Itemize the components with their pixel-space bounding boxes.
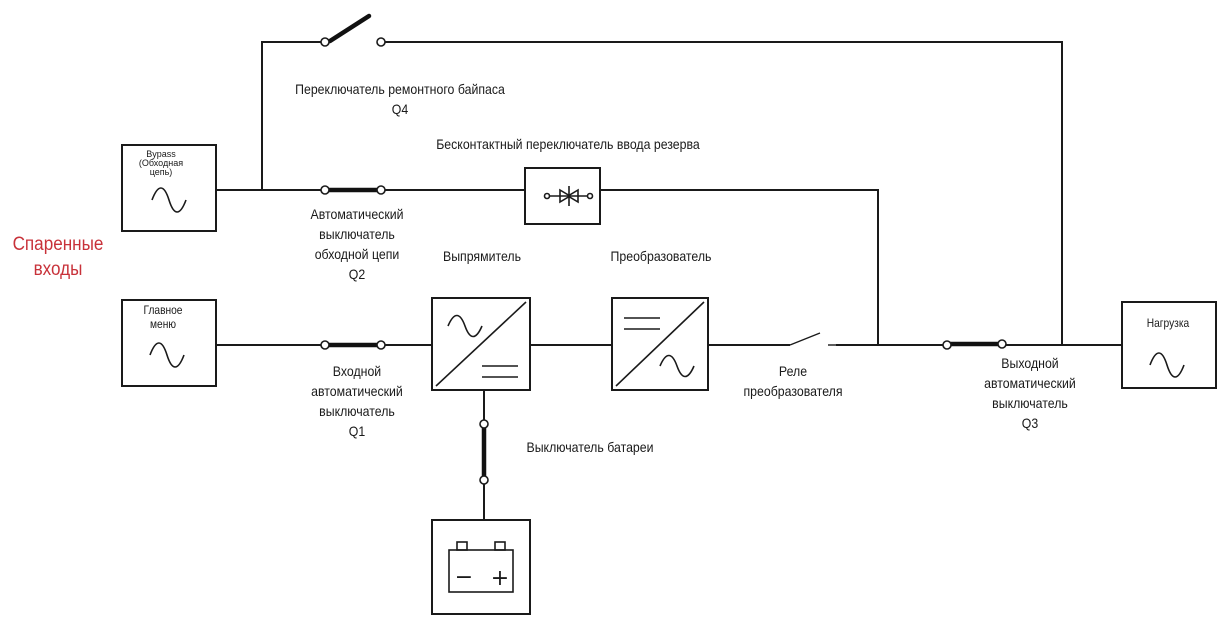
rectifier-box [431,297,531,391]
battery-box [431,519,531,615]
rectifier-label: Выпрямитель [442,248,522,264]
inverter-box [611,297,709,391]
bypass-box-label: Bypass (Обходная цепь) [138,149,184,177]
inverter-relay [789,332,836,346]
ac-wave-icon [659,354,695,378]
battery-breaker [479,419,489,485]
sine-wave-icon [149,342,185,368]
bypass-source-box [121,144,217,232]
sine-wave-icon [151,187,187,213]
main-box-label: Главное меню [143,303,183,331]
sine-wave-icon [1149,352,1185,378]
maintenance-bypass-wire [261,41,1063,345]
bypass-breaker-label: Автоматический выключатель обходной цепи… [310,206,404,282]
output-breaker-label: Выходной автоматический выключатель Q3 [984,355,1076,431]
battery-breaker-label: Выключатель батареи [526,439,654,455]
bypass-wire [216,189,879,345]
ac-wave-icon [447,314,483,338]
inverter-relay-label: Реле преобразователя [743,363,843,399]
battery-plus-sign: + [491,566,509,591]
output-breaker [942,339,1007,350]
input-breaker [320,340,386,350]
main-source-box [121,299,217,387]
load-box-label: Нагрузка [1146,316,1190,330]
input-breaker-label: Входной автоматический выключатель Q1 [311,363,403,439]
maintenance-bypass-switch [320,13,386,47]
static-switch-box [524,167,601,225]
load-box [1121,301,1217,389]
inverter-label: Преобразователь [610,248,712,264]
battery-icon [448,541,514,593]
static-switch-label: Бесконтактный переключатель ввода резерв… [436,136,700,152]
battery-minus-sign: − [455,565,473,590]
paired-inputs-label: Спаренные входы [12,234,104,280]
maintenance-bypass-switch-label: Переключатель ремонтного байпаса Q4 [295,81,505,117]
bypass-breaker [320,185,386,195]
thyristor-icon [543,186,594,206]
